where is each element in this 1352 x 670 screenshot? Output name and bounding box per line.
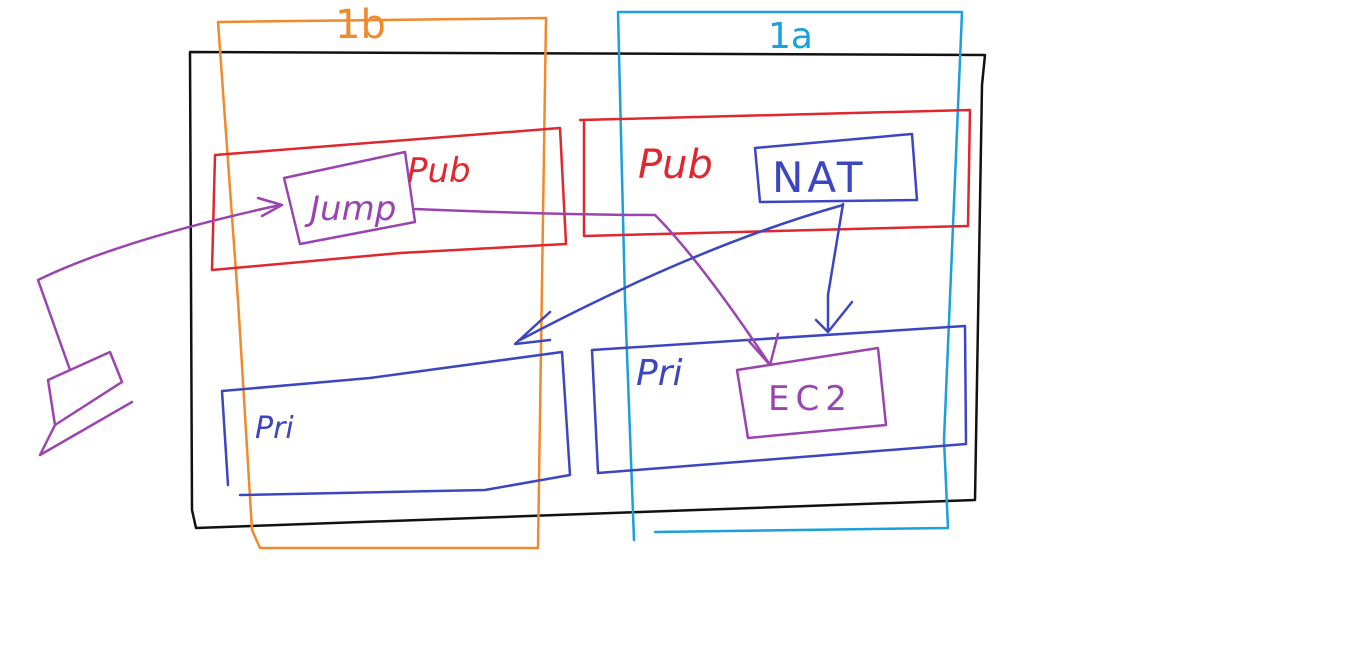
jump-host-label: Jump — [304, 189, 396, 229]
laptop-icon — [38, 350, 134, 457]
nat-box — [753, 132, 919, 204]
az-1a-boundary — [616, 10, 964, 542]
vpc-boundary — [188, 50, 987, 530]
public-subnet-left — [210, 126, 568, 272]
arrow-nat-to-private-right — [814, 202, 854, 334]
arrow-jump-to-ec2 — [413, 207, 780, 367]
ec2-box — [735, 346, 888, 440]
public-subnet-left-label: Pub — [407, 151, 471, 191]
private-subnet-left — [220, 350, 572, 497]
az-1b-label: 1b — [335, 2, 386, 48]
private-subnet-right — [590, 324, 968, 475]
private-subnet-left-label: Pri — [255, 411, 294, 446]
ec2-label: EC2 — [768, 379, 853, 419]
az-1a-label: 1a — [768, 16, 813, 57]
arrow-nat-to-private-left — [513, 203, 845, 346]
public-subnet-right-label: Pub — [638, 142, 713, 188]
az-1b-boundary — [216, 16, 548, 550]
jump-host-box — [282, 150, 417, 246]
private-subnet-right-label: Pri — [636, 353, 683, 394]
nat-label: NAT — [772, 153, 867, 202]
arrow-laptop-to-jump — [36, 196, 284, 372]
public-subnet-right — [578, 108, 972, 238]
